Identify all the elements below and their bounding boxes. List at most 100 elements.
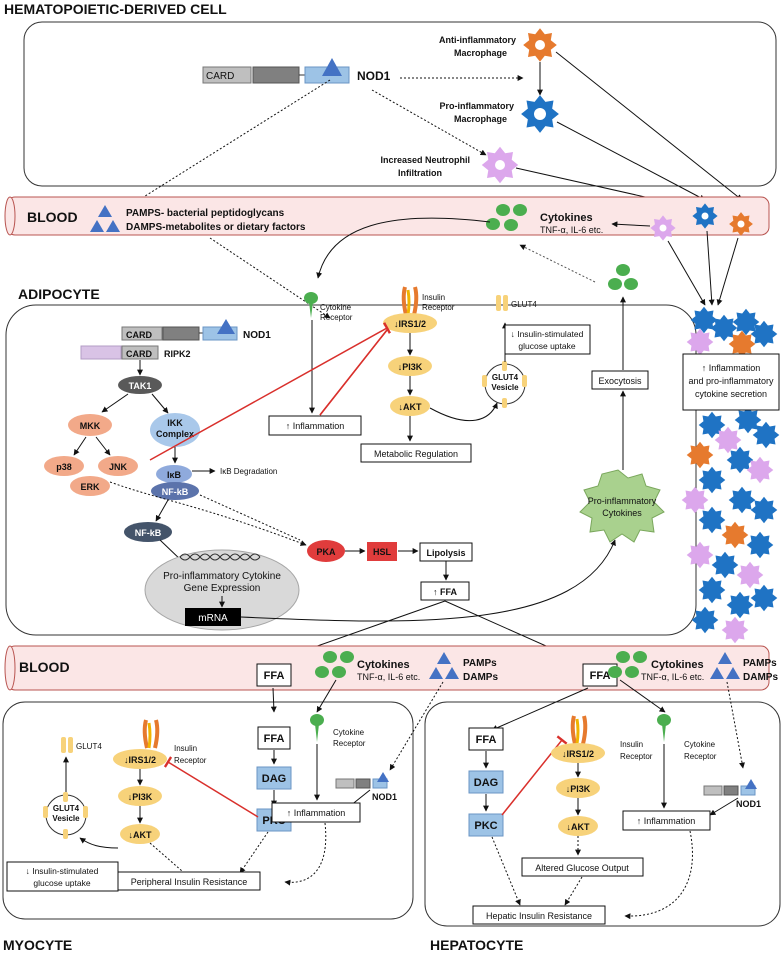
blue-cell-cluster-icon: [750, 496, 778, 524]
neutrophil-label-1: Increased Neutrophil: [380, 155, 470, 165]
cytokine-dots-top: [486, 204, 527, 231]
glut4-label-myocyte: GLUT4: [76, 742, 102, 751]
pka-node: [307, 540, 345, 562]
blue-cell-cluster-icon: [750, 584, 778, 612]
inflammation-label-myocyte: ↑ Inflammation: [287, 808, 346, 818]
glucose-output-box: [521, 857, 644, 877]
pka-label: PKA: [316, 547, 336, 557]
anti-macrophage-label-1: Anti-inflammatory: [439, 35, 516, 45]
pi3k-node-adipocyte: [388, 356, 432, 376]
blood-label-top: BLOOD: [27, 209, 78, 225]
akt-label-myocyte: ↓AKT: [129, 830, 152, 840]
ffa-box-hepatocyte: [468, 727, 504, 751]
tissue-box-line1: ↑ Inflammation: [702, 363, 761, 373]
blood-vessel-top: [4, 196, 770, 236]
blue-cell-cluster-icon: [746, 531, 774, 559]
section-title-adipocyte: ADIPOCYTE: [18, 286, 100, 302]
dag-label-hepatocyte: DAG: [474, 777, 498, 789]
card1-label-adipocyte: CARD: [126, 330, 152, 340]
akt-label-hepatocyte: ↓AKT: [567, 822, 590, 832]
nfkb-node: [124, 522, 172, 542]
uptake-label-2-myocyte: glucose uptake: [33, 878, 90, 888]
myocyte-boundary: [2, 701, 414, 920]
jnk-label: JNK: [109, 462, 128, 472]
p38-node: [44, 456, 84, 476]
peripheral-resistance-box: [117, 871, 261, 891]
hepatic-resistance-box: [472, 905, 606, 925]
ikb-label: IκB: [167, 470, 182, 480]
inflammation-box-adipocyte: [268, 415, 362, 436]
mrna-box: [185, 608, 241, 626]
insulin-receptor-label-2-adipocyte: Receptor: [422, 303, 455, 312]
pamps-label-top: PAMPS- bacterial peptidoglycans: [126, 208, 285, 219]
metabolic-regulation-box: [360, 443, 472, 463]
ripk2-label: RIPK2: [164, 349, 191, 359]
glut4-vesicle-adipocyte: [482, 361, 527, 408]
ffa-label-blood-right: FFA: [590, 670, 611, 682]
pro-macrophage-label-1: Pro-inflammatory: [439, 101, 514, 111]
peripheral-resistance-label: Peripheral Insulin Resistance: [131, 877, 248, 887]
pkc-box-hepatocyte: [468, 813, 504, 837]
ffa-box-myocyte: [257, 726, 291, 750]
pamps-triangles-bottom-left: [429, 652, 459, 679]
pkc-label-hepatocyte: PKC: [474, 820, 497, 832]
insulin-receptor-adipocyte: [401, 286, 419, 316]
dag-box-myocyte: [256, 766, 292, 790]
mrna-label: mRNA: [198, 613, 228, 624]
cytokines-examples-top: TNF-α, IL-6 etc.: [540, 225, 603, 235]
nfkb-complex-node: [151, 482, 199, 500]
cyto-receptor-label-2-hepatocyte: Receptor: [684, 752, 717, 761]
glut4-vesicle-myocyte: [43, 792, 88, 839]
nod1-label-myocyte: NOD1: [372, 792, 397, 802]
blue-cell-cluster-icon: [698, 506, 726, 534]
inflammation-label-hepatocyte: ↑ Inflammation: [637, 816, 696, 826]
pink-cell-cluster-icon: [736, 561, 764, 589]
uptake-label-1-myocyte: ↓ Insulin-stimulated: [26, 866, 99, 876]
pro-cytokines-label-1: Pro-inflammatory: [588, 496, 657, 506]
cytokines-label-bottom-left: Cytokines: [357, 659, 410, 671]
exocytosis-label: Exocytosis: [598, 376, 642, 386]
tissue-box-line2: and pro-inflammatory: [688, 376, 774, 386]
inflammation-box-hepatocyte: [622, 810, 711, 831]
glut4-vesicle-label-2-myocyte: Vesicle: [52, 814, 80, 823]
glut4-transporter-myocyte: [61, 737, 73, 753]
orange-cell-cluster-icon: [686, 441, 714, 469]
jnk-node: [98, 456, 138, 476]
card2-label-adipocyte: CARD: [126, 349, 152, 359]
section-title-hematopoietic: HEMATOPOIETIC-DERIVED CELL: [4, 1, 227, 17]
uptake-label-2-adipocyte: glucose uptake: [518, 341, 575, 351]
hsl-node: [367, 542, 397, 561]
cytokine-dots-bottom-right: [608, 651, 647, 678]
pro-inflammatory-cytokines-burst: [579, 469, 665, 543]
cytokines-label-bottom-right: Cytokines: [651, 659, 704, 671]
insulin-receptor-label-1-adipocyte: Insulin: [422, 293, 445, 302]
akt-node-adipocyte: [390, 396, 430, 416]
tak1-label: TAK1: [129, 381, 152, 391]
pamps-label-bottom-left: PAMPs: [463, 658, 497, 669]
ffa-label-blood-left: FFA: [264, 670, 285, 682]
section-title-hepatocyte: HEPATOCYTE: [430, 937, 523, 953]
mkk-node: [68, 414, 112, 436]
irs-label-myocyte: ↓IRS1/2: [124, 755, 156, 765]
akt-node-hepatocyte: [558, 816, 598, 836]
pi3k-node-hepatocyte: [556, 778, 600, 798]
blue-cell-cluster-icon: [728, 486, 756, 514]
pink-cell-cluster-icon: [686, 541, 714, 569]
dag-label-myocyte: DAG: [262, 773, 286, 785]
ikk-label-1: IKK: [167, 418, 183, 428]
ikb-node: [156, 465, 192, 483]
ffa-label-myocyte: FFA: [264, 733, 285, 745]
uptake-box-adipocyte: [504, 324, 591, 355]
insulin-receptor-label-2-hepatocyte: Receptor: [620, 752, 653, 761]
blue-cell-cluster-icon: [752, 421, 780, 449]
pro-cytokines-label-2: Cytokines: [602, 508, 642, 518]
pamps-triangles-bottom-right: [710, 652, 740, 679]
damps-label-bottom-left: DAMPs: [463, 672, 498, 683]
nod1-receptor-hepatocyte: [703, 779, 757, 796]
insulin-receptor-label-2-myocyte: Receptor: [174, 756, 207, 765]
card-label-hema: CARD: [206, 71, 234, 82]
pink-cell-cluster-icon: [721, 616, 749, 644]
section-title-myocyte: MYOCYTE: [3, 937, 72, 953]
blue-cell-cluster-icon: [698, 576, 726, 604]
